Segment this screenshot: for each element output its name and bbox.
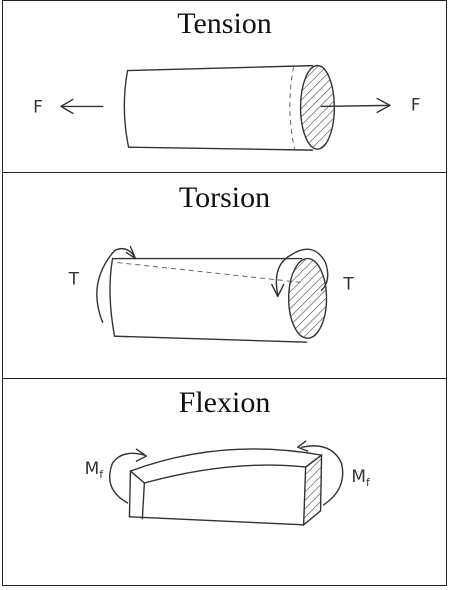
beam-top-left <box>129 470 146 484</box>
cylinder-end-face <box>299 64 336 150</box>
right-torque-curl-left <box>275 253 293 296</box>
cylinder-bottom-edge <box>127 146 314 151</box>
flexion-sketch: Mf Mf <box>85 440 371 527</box>
beam-bottom-edge <box>128 516 305 526</box>
flexion-panel: Flexion Mf Mf <box>3 379 446 586</box>
left-moment-curl <box>109 452 146 504</box>
left-torque-label: T <box>68 268 80 288</box>
beam-top-back <box>129 448 323 472</box>
right-moment-head <box>296 440 309 452</box>
right-torque-head <box>271 283 285 298</box>
beam-left-edge <box>128 470 132 518</box>
beam-front-left-edge <box>141 482 146 520</box>
left-torque-head <box>125 245 137 260</box>
left-moment-label: Mf <box>85 458 105 481</box>
tension-panel: Tension F F <box>3 1 446 173</box>
right-moment-curl <box>300 445 344 506</box>
right-arrow-head <box>376 97 391 114</box>
torsion-bottom-edge <box>113 335 308 343</box>
torsion-sketch: T T <box>68 245 354 343</box>
torsion-title: Torsion <box>178 181 271 214</box>
beam-top-front <box>143 464 307 484</box>
right-force-arrow <box>320 104 390 108</box>
right-torque-label: T <box>342 273 354 293</box>
tension-title: Tension <box>177 7 272 40</box>
left-arrow-head <box>60 98 74 115</box>
flexion-title: Flexion <box>178 386 271 419</box>
torsion-end-face <box>287 257 328 339</box>
torsion-left-end <box>109 257 116 337</box>
tension-sketch: F F <box>33 64 421 151</box>
cylinder-top-edge <box>126 64 314 72</box>
left-moment-head <box>135 448 148 462</box>
right-force-label: F <box>411 94 421 114</box>
beam-end-face <box>302 453 323 527</box>
twist-line <box>117 262 302 283</box>
torsion-panel: Torsion T T <box>3 173 446 379</box>
right-moment-label: Mf <box>351 466 371 489</box>
cylinder-left-end <box>123 69 130 148</box>
right-torque-curl-top <box>290 248 329 292</box>
left-torque-curl <box>96 247 136 323</box>
cylinder-hidden-edge <box>289 66 296 150</box>
left-force-label: F <box>33 96 43 116</box>
